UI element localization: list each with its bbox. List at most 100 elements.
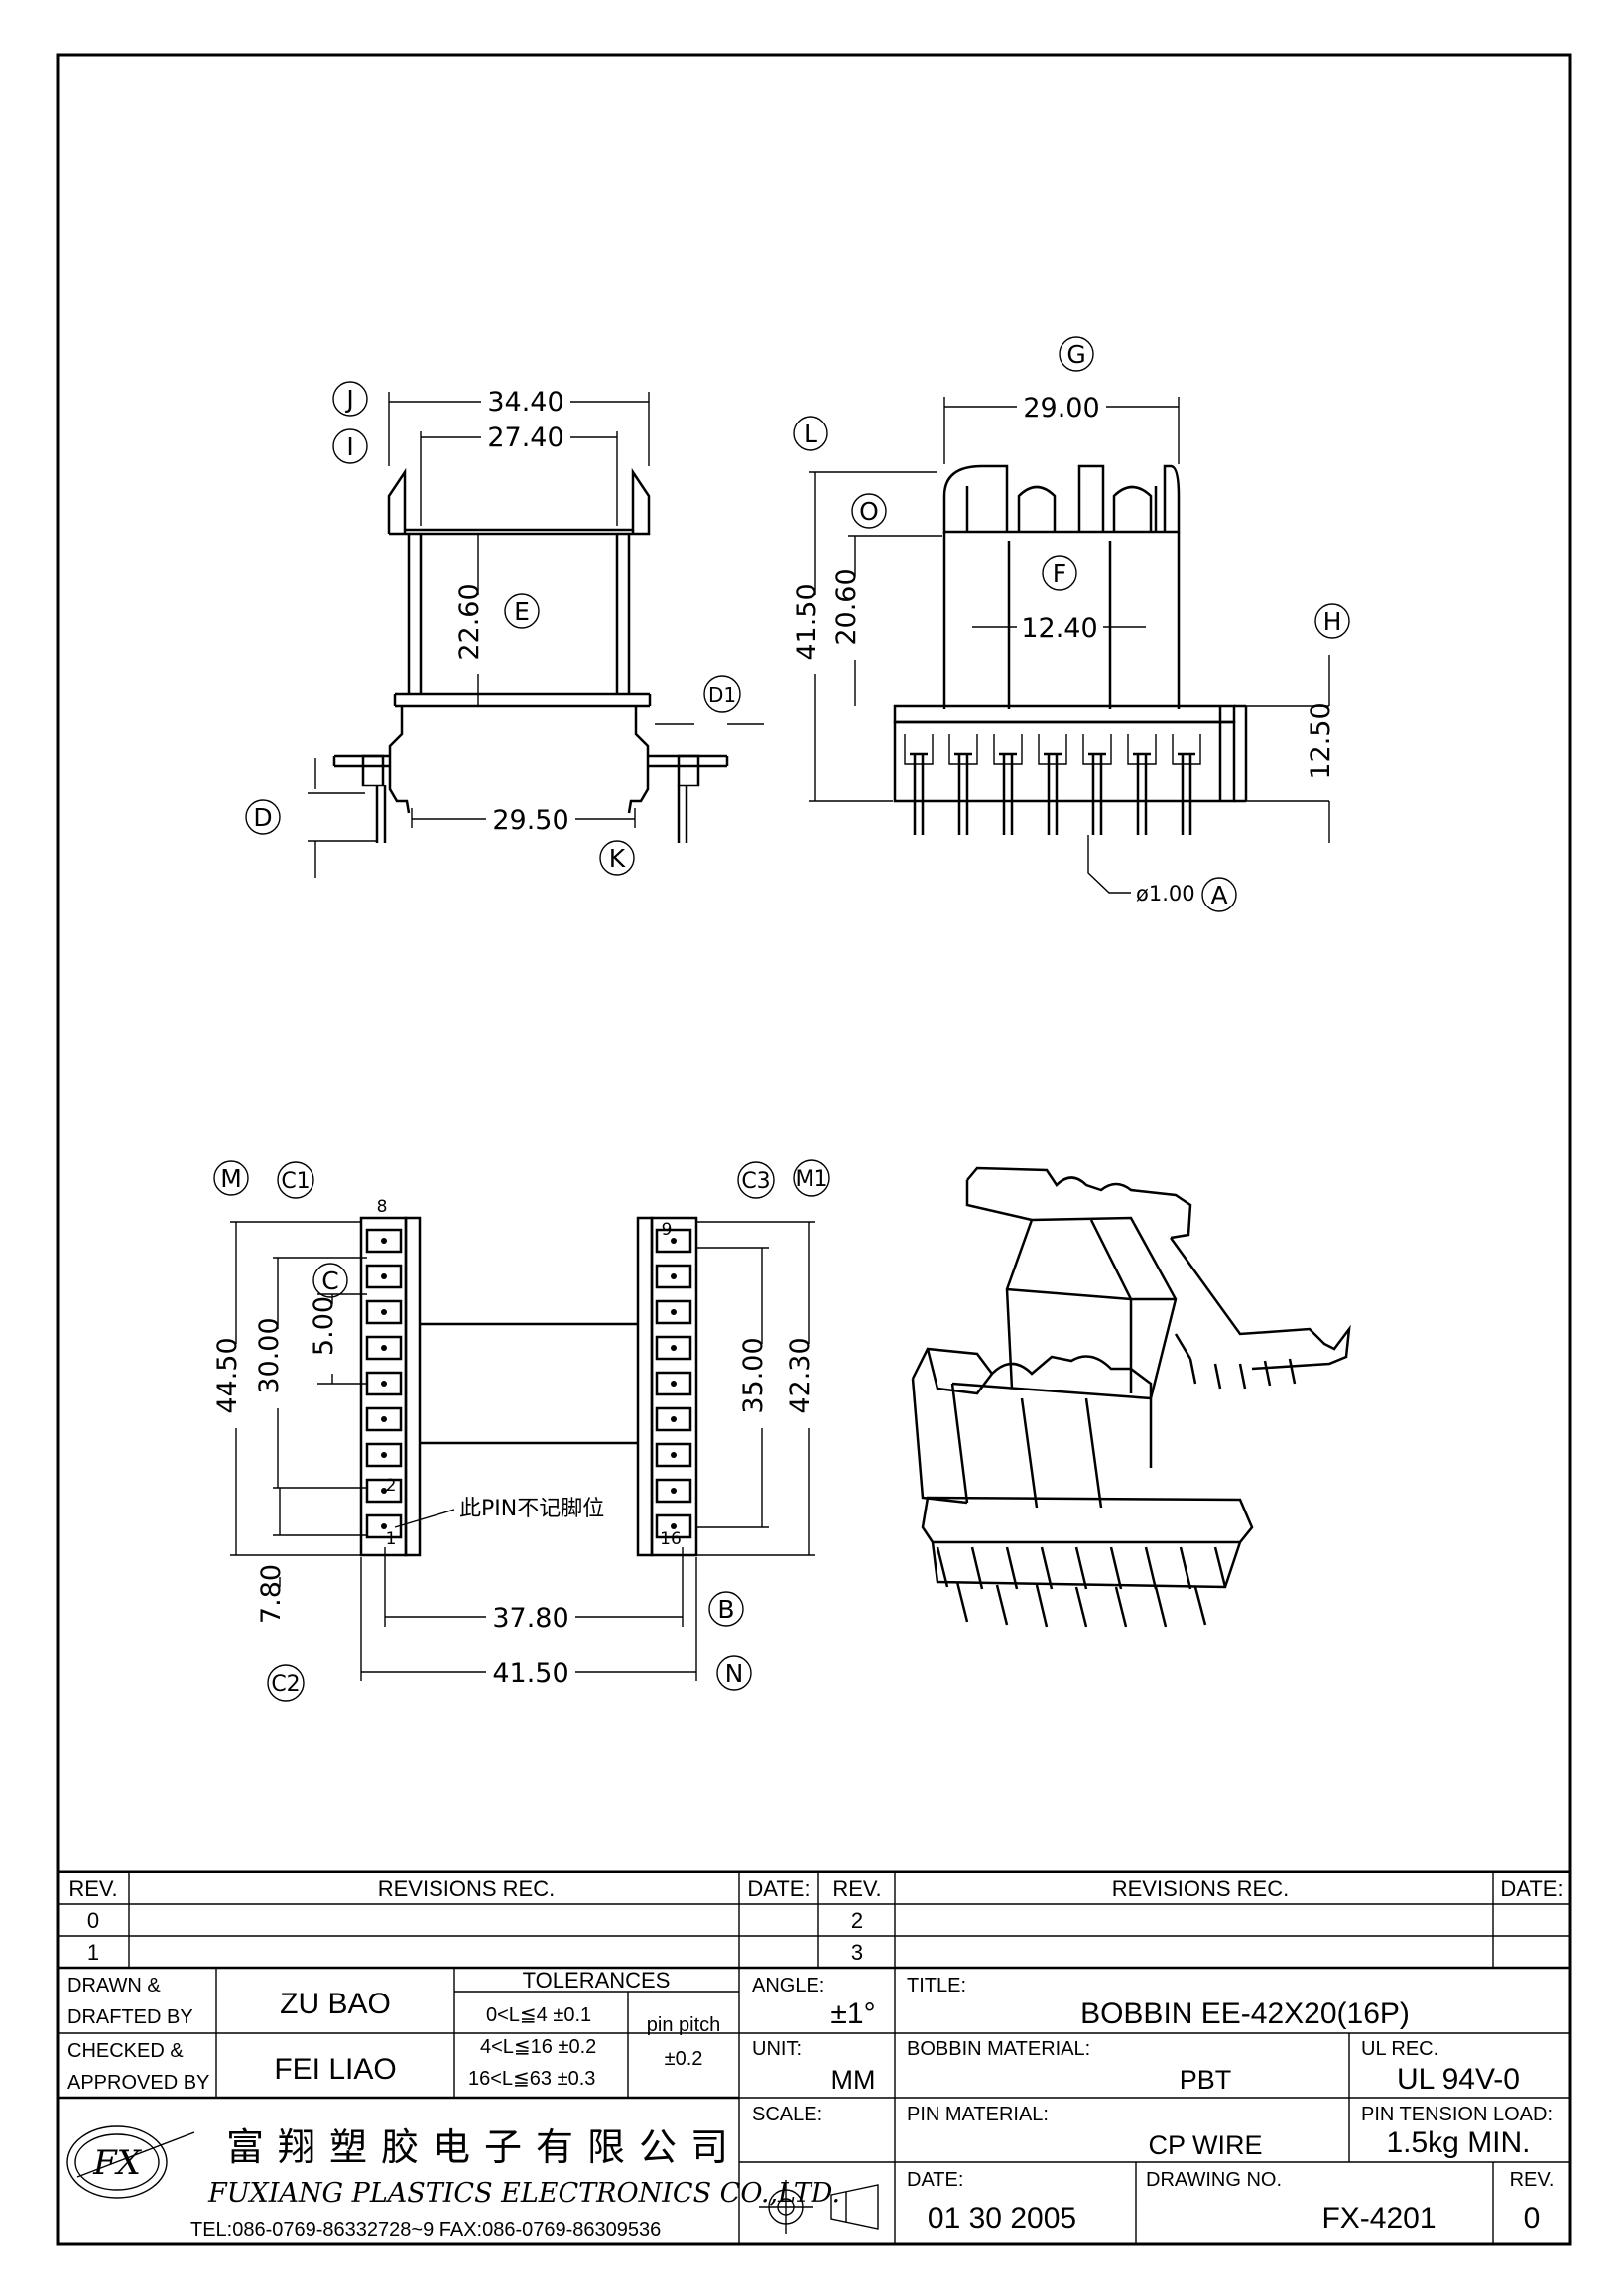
pin-1-label: 1 [386, 1529, 397, 1549]
pin-8-label: 8 [377, 1197, 388, 1217]
ul-rec-value: UL 94V-0 [1397, 2063, 1520, 2096]
label-n: N [716, 1655, 752, 1691]
label-h: H [1314, 603, 1350, 639]
revisions-rec-right: REVISIONS REC. [1112, 1876, 1289, 1901]
rev-value: 0 [1524, 2202, 1541, 2235]
svg-text:M1: M1 [796, 1167, 828, 1192]
company-contact: TEL:086-0769-86332728~9 FAX:086-0769-863… [190, 2219, 661, 2240]
logo-text: FX [92, 2143, 143, 2183]
label-g: G [1059, 336, 1094, 372]
label-o: O [851, 493, 887, 529]
pin-material-label: PIN MATERIAL: [907, 2104, 1049, 2125]
svg-text:K: K [609, 844, 626, 873]
svg-text:J: J [344, 385, 353, 414]
tolerance-3: 16<L≦63 ±0.3 [468, 2068, 595, 2090]
company-name-en: FUXIANG PLASTICS ELECTRONICS CO.,LTD. [207, 2178, 840, 2209]
sheet-border [56, 53, 1572, 2246]
label-m1: M1 [793, 1159, 830, 1197]
svg-text:G: G [1066, 340, 1085, 369]
tolerance-2: 4<L≦16 ±0.2 [480, 2036, 596, 2058]
dim-5-00: 5.00 [309, 1296, 339, 1356]
label-k: K [599, 840, 635, 876]
svg-text:N: N [725, 1659, 744, 1688]
label-c3: C3 [737, 1161, 775, 1199]
label-d: D [245, 799, 281, 835]
title-block: REV. REVISIONS REC. DATE: REV. REVISIONS… [58, 1870, 1570, 2244]
date-header-left: DATE: [747, 1876, 810, 1901]
dim-22-60: 22.60 [454, 583, 485, 660]
label-c: C [312, 1263, 348, 1298]
svg-text:A: A [1210, 881, 1227, 909]
revisions-rec-left: REVISIONS REC. [378, 1876, 555, 1901]
label-c2: C2 [267, 1664, 305, 1702]
pin-diameter: ø1.00 [1136, 882, 1195, 906]
dim-34-40: 34.40 [487, 387, 563, 418]
isometric-view [911, 1166, 1351, 1628]
ul-rec-label: UL REC. [1361, 2038, 1438, 2060]
label-d1: D1 [703, 675, 741, 713]
bobbin-material-label: BOBBIN MATERIAL: [907, 2038, 1090, 2060]
unit-label: UNIT: [752, 2038, 802, 2060]
dim-42-30: 42.30 [785, 1337, 815, 1413]
dim-27-40: 27.40 [487, 423, 563, 453]
svg-text:D: D [253, 803, 272, 832]
label-e: E [504, 593, 540, 629]
scale-label: SCALE: [752, 2104, 822, 2125]
dim-29-50: 29.50 [492, 805, 568, 836]
angle-value: ±1° [830, 1997, 875, 2030]
checked-by-value: FEI LIAO [274, 2053, 396, 2086]
svg-text:E: E [514, 597, 530, 626]
svg-text:C3: C3 [741, 1169, 770, 1194]
unit-value: MM [831, 2065, 876, 2095]
label-m: M [213, 1160, 249, 1196]
svg-text:C2: C2 [271, 1672, 300, 1697]
rev-header-left: REV. [68, 1876, 117, 1901]
tolerances-header: TOLERANCES [523, 1968, 671, 1993]
rev-row-2: 2 [851, 1908, 863, 1933]
rev-row-1: 1 [87, 1940, 99, 1965]
svg-text:D1: D1 [708, 683, 736, 707]
pin-pitch-value: ±0.2 [665, 2048, 703, 2070]
rev-label: REV. [1510, 2169, 1555, 2191]
title-label: TITLE: [907, 1975, 966, 1996]
projection-symbol [759, 2180, 879, 2234]
dim-12-50: 12.50 [1306, 702, 1336, 779]
svg-text:L: L [804, 420, 817, 448]
svg-text:H: H [1323, 607, 1342, 636]
pin-pitch-label: pin pitch [647, 2014, 721, 2036]
label-b: B [708, 1591, 744, 1627]
label-j: J [332, 381, 368, 417]
svg-text:F: F [1053, 559, 1066, 588]
company-logo [66, 2125, 195, 2199]
label-i: I [332, 428, 368, 464]
svg-text:O: O [859, 497, 879, 526]
checked-label-2: APPROVED BY [67, 2072, 209, 2094]
pin-tension-value: 1.5kg MIN. [1386, 2126, 1530, 2159]
dim-12-40: 12.40 [1021, 613, 1097, 644]
dim-37-80: 37.80 [492, 1603, 568, 1633]
company-name-cn: 富翔塑胶电子有限公司 [226, 2125, 742, 2169]
pin-9-label: 9 [662, 1220, 673, 1240]
rev-header-right: REV. [832, 1876, 881, 1901]
pin-tension-label: PIN TENSION LOAD: [1361, 2104, 1553, 2125]
dim-20-60: 20.60 [831, 568, 862, 645]
svg-text:I: I [346, 432, 353, 461]
tolerance-1: 0<L≦4 ±0.1 [486, 2004, 591, 2026]
side-view: 34.40 27.40 22.60 29.50 J I E D1 D K [245, 381, 764, 878]
drawn-label-2: DRAFTED BY [67, 2006, 193, 2028]
label-c1: C1 [277, 1161, 314, 1199]
bobbin-material-value: PBT [1180, 2065, 1232, 2095]
dim-7-80: 7.80 [256, 1564, 287, 1624]
rev-row-3: 3 [851, 1940, 863, 1965]
bottom-view: 8 2 1 9 16 此PIN不记脚位 44.50 30.00 5.00 7.8… [212, 1159, 830, 1702]
dim-41-50-bottom: 41.50 [492, 1658, 568, 1689]
front-view: 29.00 41.50 20.60 12.40 12.50 ø1.00 G L … [792, 336, 1350, 912]
pin-16-label: 16 [660, 1529, 682, 1549]
dim-29-00: 29.00 [1023, 393, 1099, 423]
svg-text:C1: C1 [281, 1169, 310, 1194]
drawn-label-1: DRAWN & [67, 1975, 161, 1996]
label-a: A [1201, 877, 1237, 912]
checked-label-1: CHECKED & [67, 2040, 184, 2062]
angle-label: ANGLE: [752, 1975, 824, 1996]
